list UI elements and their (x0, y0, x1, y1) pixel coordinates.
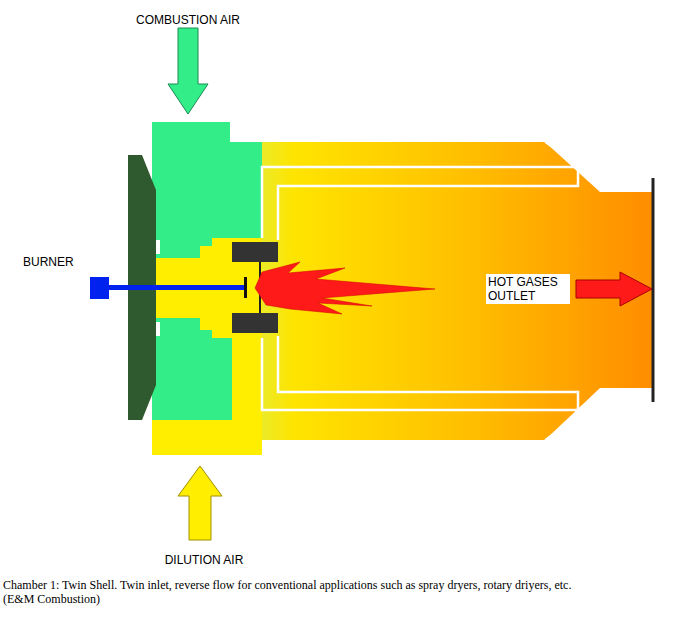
hot-gas-arrow (576, 272, 652, 306)
figure-caption: Chamber 1: Twin Shell. Twin inlet, rever… (3, 578, 578, 606)
inlet-label: COMBUSTION AIR (136, 13, 240, 27)
flame (255, 262, 435, 314)
burner-head (90, 277, 109, 299)
burner-lance (108, 285, 246, 290)
inner-tube-wall (262, 167, 578, 240)
outlet-cone-outline (545, 142, 642, 192)
dilution-air-arrow (178, 466, 222, 540)
inner-tube-wall (262, 336, 578, 410)
combustion-air-plenum (152, 318, 232, 420)
combustion-air-arrow (168, 28, 208, 114)
plate-gap (156, 240, 160, 254)
part-label: BURNER (23, 255, 74, 269)
burner-tip (244, 277, 247, 298)
outlet-label: HOT GASES OUTLET (486, 274, 570, 304)
nozzle-block (232, 313, 278, 333)
outlet-cone-outline (545, 388, 642, 440)
plate-gap (156, 322, 160, 336)
combustion-air-annulus (230, 142, 262, 238)
combustion-air-plenum (152, 122, 230, 258)
inlet-label: DILUTION AIR (165, 553, 244, 567)
outer-shell (230, 142, 653, 440)
nozzle-block (232, 242, 278, 262)
outlet-flange (652, 178, 655, 402)
